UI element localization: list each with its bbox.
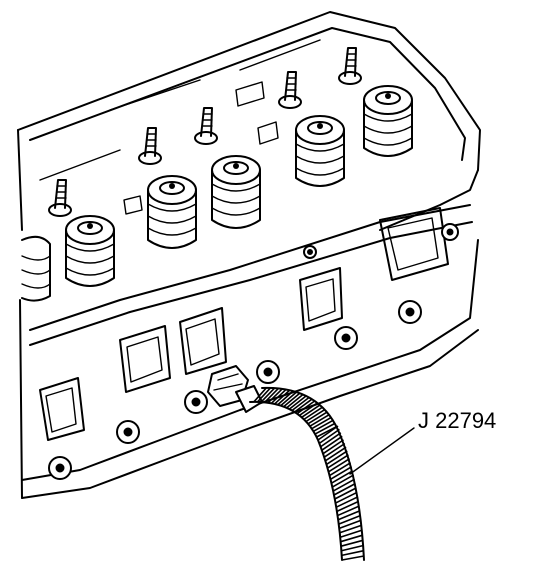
callout-tool: J 22794: [349, 408, 496, 475]
hose-hatch-line: [270, 388, 287, 404]
rocker-stud: [48, 179, 72, 217]
rocker-studs: [48, 47, 362, 217]
hose-hatch-line: [321, 435, 343, 451]
air-hose: [249, 386, 365, 561]
spark-plug-port-adapter: [207, 365, 263, 413]
valve-spring: [21, 235, 51, 302]
hose-hatch-line: [280, 391, 297, 407]
hose-hatch-line: [331, 470, 354, 484]
hose-hatch-line: [334, 487, 357, 500]
hose-hatch-line: [332, 478, 355, 492]
hose-hatch-line: [336, 500, 359, 513]
hose-hatch-line: [296, 400, 316, 415]
hose-hatch-line: [341, 544, 364, 552]
hose-hatch-line: [256, 387, 271, 403]
valve-springs: [21, 85, 413, 302]
hose-hatch-line: [313, 419, 334, 433]
hose-hatch-line: [286, 393, 304, 409]
hose-hatch-line: [330, 466, 353, 481]
hose-hatch-line: [288, 395, 307, 410]
hose-hatch-line: [283, 392, 301, 408]
hose-hatch-line: [294, 398, 313, 413]
intake-ports: [39, 207, 449, 441]
cylinder-head-casting: [17, 11, 481, 499]
hose-hatch-line: [316, 425, 337, 438]
hose-hatch-line: [341, 555, 365, 561]
hose-hatch-line: [338, 519, 362, 530]
hose-hatch-line: [337, 509, 361, 521]
hose-hatch-line: [260, 387, 276, 403]
hose-hatch-line: [264, 387, 279, 403]
valve-spring: [211, 155, 261, 229]
hose-hatch-line: [323, 442, 346, 458]
hose-hatching: [253, 387, 365, 561]
hose-hatch-line: [341, 549, 364, 557]
hose-hatch-line: [335, 496, 359, 508]
hose-hatch-line: [326, 450, 348, 466]
hose-hatch-line: [329, 461, 352, 477]
hose-hatch-line: [267, 388, 283, 404]
hose-hatch-line: [322, 439, 344, 455]
valve-spring: [363, 85, 413, 157]
hose-hatch-line: [317, 425, 339, 441]
hose-hatch-line: [335, 491, 358, 504]
hose-hatch-line: [333, 482, 356, 496]
hose-hatch-line: [305, 408, 326, 423]
hose-hatch-line: [340, 534, 363, 543]
hose-hatch-line: [307, 411, 328, 425]
hose-hatch-line: [301, 404, 321, 419]
hose-hatch-line: [327, 454, 349, 469]
hose-hatch-line: [318, 428, 340, 445]
hose-hatch-line: [309, 414, 330, 427]
rocker-stud: [194, 107, 218, 145]
hose-hatch-line: [311, 416, 332, 430]
hose-hatch-line: [320, 432, 342, 448]
valve-spring: [147, 175, 197, 249]
hose-hatch-line: [303, 406, 323, 421]
valve-spring: [295, 115, 345, 187]
hose-hatch-line: [331, 474, 355, 488]
valve-spring: [65, 215, 115, 287]
hose-hatch-line: [291, 396, 310, 412]
hose-hatch-line: [339, 529, 363, 538]
hose-hatch-line: [337, 505, 360, 517]
hose-hatch-line: [314, 422, 336, 435]
hose-hatch-line: [274, 389, 291, 405]
hose-hatch-line: [277, 390, 294, 406]
hose-hatch-line: [338, 514, 361, 525]
rocker-stud: [138, 127, 162, 165]
head-details: [39, 39, 321, 215]
rocker-stud: [338, 47, 362, 85]
hose-hatch-line: [339, 524, 362, 534]
hose-hatch-line: [328, 458, 351, 473]
hose-hatch-line: [324, 446, 347, 462]
hose-hatch-line: [253, 387, 267, 403]
leader-line: [349, 427, 415, 475]
hose-hatch-line: [340, 539, 364, 547]
bolt-bosses: [48, 223, 459, 480]
callout-label: J 22794: [418, 408, 496, 433]
hose-hatch-line: [298, 402, 318, 417]
rocker-stud: [278, 71, 302, 109]
